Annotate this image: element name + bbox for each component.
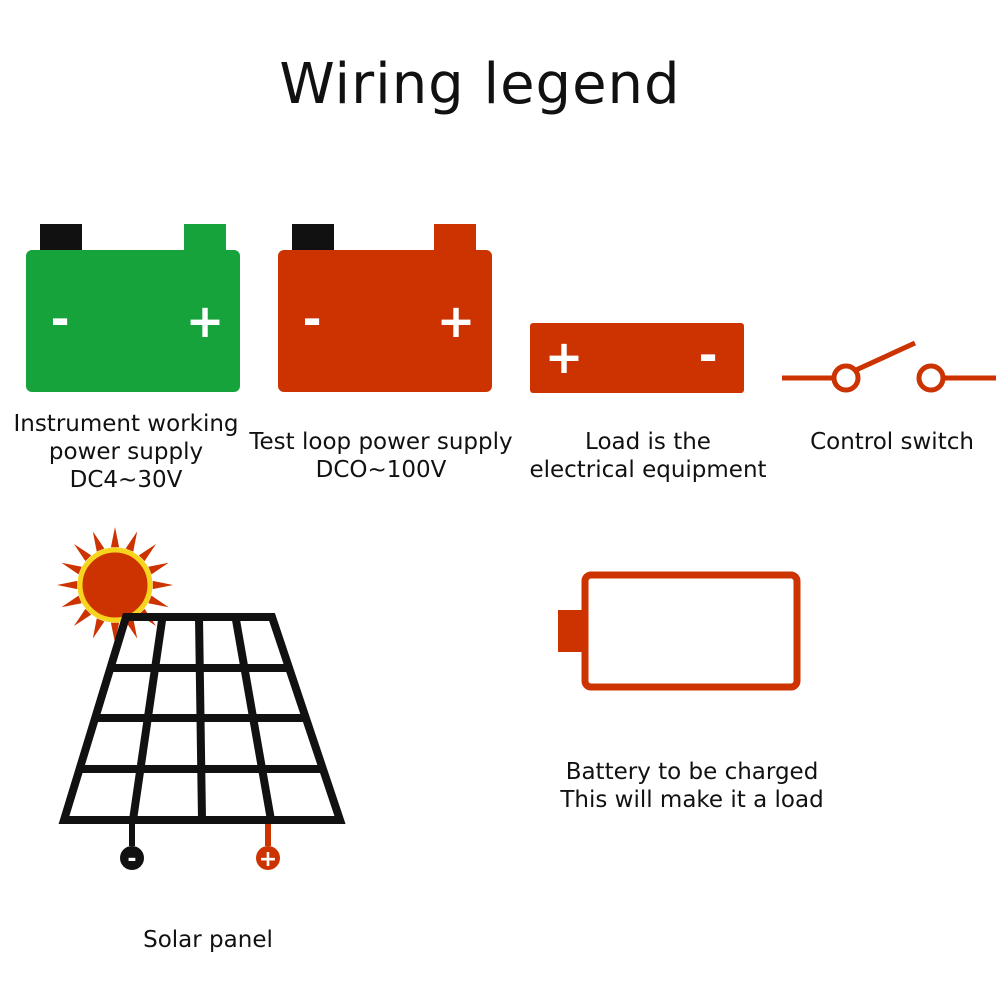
sun-ray: [110, 527, 120, 548]
load-plus-sign: +: [545, 330, 584, 384]
test-loop-label: Test loop power supply DCO~100V: [249, 429, 513, 483]
sun-ray: [73, 543, 92, 562]
sun-ray: [57, 580, 78, 590]
sun-ray: [61, 562, 82, 575]
battery-minus-sign: -: [302, 292, 321, 346]
sun-ray: [148, 595, 169, 608]
sun-ray: [110, 622, 120, 643]
solar-minus-sign: -: [127, 847, 136, 872]
battery-charged-label: Battery to be charged This will make it …: [560, 759, 824, 813]
sun-ray: [148, 562, 169, 575]
battery-minus-sign: -: [50, 292, 69, 346]
battery-plus-sign: +: [437, 294, 476, 348]
control-switch-label: Control switch: [810, 429, 974, 455]
load-minus-sign: -: [698, 328, 717, 382]
sun-ray: [73, 608, 92, 627]
page-title: Wiring legend: [279, 52, 681, 117]
sun-ray: [152, 580, 173, 590]
instrument-power-label: Instrument working power supply DC4~30V: [13, 411, 239, 493]
solar-plus-sign: +: [259, 847, 277, 872]
sun-ray: [125, 618, 138, 639]
sun-ray: [138, 543, 157, 562]
sun-ray: [61, 595, 82, 608]
sun-ray: [125, 531, 138, 552]
sun-ray: [92, 618, 105, 639]
solar-panel-label: Solar panel: [143, 927, 273, 953]
sun-ray: [92, 531, 105, 552]
load-label: Load is the electrical equipment: [529, 429, 767, 483]
battery-plus-sign: +: [186, 294, 225, 348]
